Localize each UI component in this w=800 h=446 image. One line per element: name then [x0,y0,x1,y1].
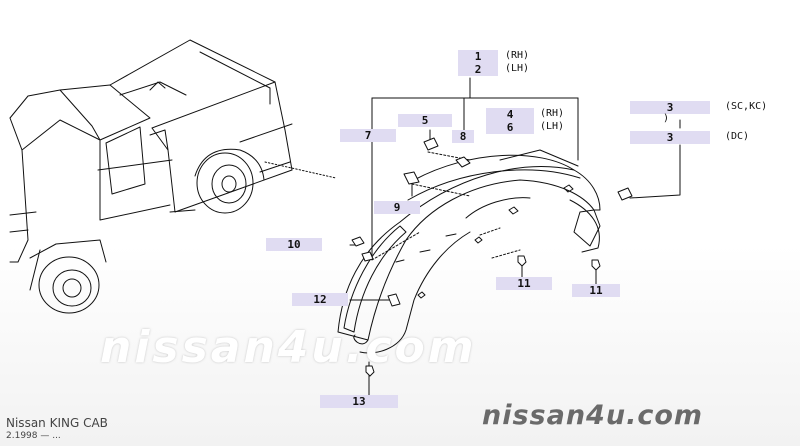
footer-date: 2.1998 — ... [6,431,61,441]
part-label-8: 8 [452,130,474,143]
part-number: 3 [666,101,674,114]
part-number: 4 [506,108,514,121]
part-number: 2 [474,63,482,76]
part-note-2: (LH) [505,63,530,74]
part-note-6: (LH) [540,121,565,132]
truck-illustration [9,39,293,314]
part-number: 6 [506,121,514,134]
part-number: 11 [589,284,603,297]
leader-lines [349,77,681,397]
part-label-6: 6 [486,121,534,134]
part-label-12: 12 [292,293,348,306]
part-note-3-sc-kc: (SC,KC) [725,101,768,112]
watermark-small: nissan4u.com [482,400,704,431]
part-label-3-dc: 3 [630,131,710,144]
part-label-13: 13 [320,395,398,408]
part-number: 3 [666,131,674,144]
part-number: 10 [287,238,301,251]
footer-model: Nissan KING CAB [6,416,108,430]
part-note-3-dc: (DC) [725,131,750,142]
part-note-1: (RH) [505,50,530,61]
part-label-2: 2 [458,63,498,76]
part-label-11-center: 11 [496,277,552,290]
part-label-9: 9 [374,201,420,214]
part-label-7: 7 [340,129,396,142]
part-note-4: (RH) [540,108,565,119]
arch-trim-strip [343,225,407,333]
part-number: 9 [393,201,401,214]
part-label-3-sc-kc: 3 [630,101,710,114]
part-label-1: 1 [458,50,498,63]
part-number: 7 [364,129,372,142]
part-label-4: 4 [486,108,534,121]
part-label-11-right: 11 [572,284,620,297]
part-number: 13 [352,395,366,408]
fasteners [351,137,633,377]
watermark-large: nissan4u.com [100,322,477,373]
part-number: 5 [421,114,429,127]
part-number: 12 [313,293,327,306]
part-number: 8 [459,130,467,143]
fender-assembly [337,149,601,354]
part-note-paren: ) [663,113,670,124]
part-label-5: 5 [398,114,452,127]
truck-callout-line [264,161,337,179]
part-number: 1 [474,50,482,63]
part-label-10: 10 [266,238,322,251]
part-number: 11 [517,277,531,290]
